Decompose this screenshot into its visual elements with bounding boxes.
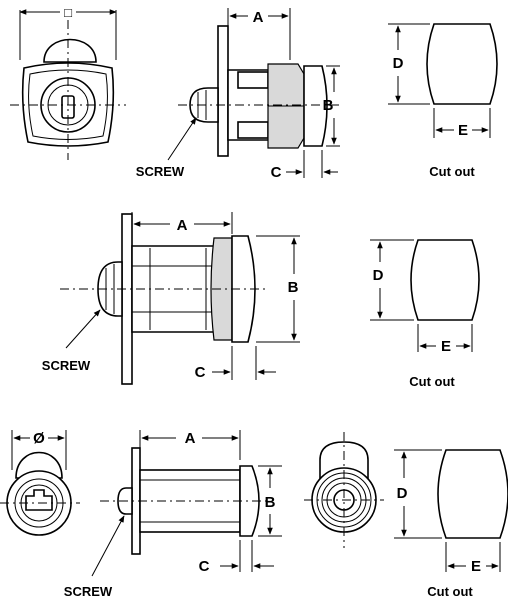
cut-out-label-3: Cut out xyxy=(427,584,473,599)
cut-out-2: D E Cut out xyxy=(370,239,480,389)
dimension-b-label: B xyxy=(323,97,334,114)
round-lock-side-view: A B C SCREW xyxy=(64,430,282,599)
dimension-d-label-2: D xyxy=(373,267,384,284)
square-lock-front-view: □ xyxy=(10,5,126,160)
square-lock-side-view: A B C SCREW xyxy=(136,8,340,181)
dimension-c-label: C xyxy=(271,164,282,181)
dimension-a-label-3: A xyxy=(185,430,196,447)
dimension-c-label-3: C xyxy=(199,558,210,575)
dimension-d-label-3: D xyxy=(397,485,408,502)
dimension-e-label-3: E xyxy=(471,558,481,575)
dimension-c-label-2: C xyxy=(195,364,206,381)
cut-out-label-2: Cut out xyxy=(409,374,455,389)
dimension-d-label: D xyxy=(393,55,404,72)
dimension-b-label-3: B xyxy=(265,494,276,511)
cut-out-label: Cut out xyxy=(429,164,475,179)
dimension-e-label-2: E xyxy=(441,338,451,355)
screw-callout: SCREW xyxy=(136,164,185,179)
round-lock-front-view: Ø xyxy=(0,430,80,536)
dimension-a-label: A xyxy=(253,9,264,26)
cut-out-1: D E Cut out xyxy=(388,23,498,179)
dimension-a-label-2: A xyxy=(177,217,188,234)
dimension-e-label: E xyxy=(458,122,468,139)
round-lock-rear-view xyxy=(304,432,384,548)
cut-out-3: D E Cut out xyxy=(394,449,508,599)
dimension-b-label-2: B xyxy=(288,279,299,296)
screw-callout-2: SCREW xyxy=(42,358,91,373)
screw-callout-3: SCREW xyxy=(64,584,113,599)
long-body-lock-side-view: A B C SCREW xyxy=(42,212,300,385)
diameter-label: Ø xyxy=(33,430,45,447)
square-dimension-label: □ xyxy=(64,5,72,20)
